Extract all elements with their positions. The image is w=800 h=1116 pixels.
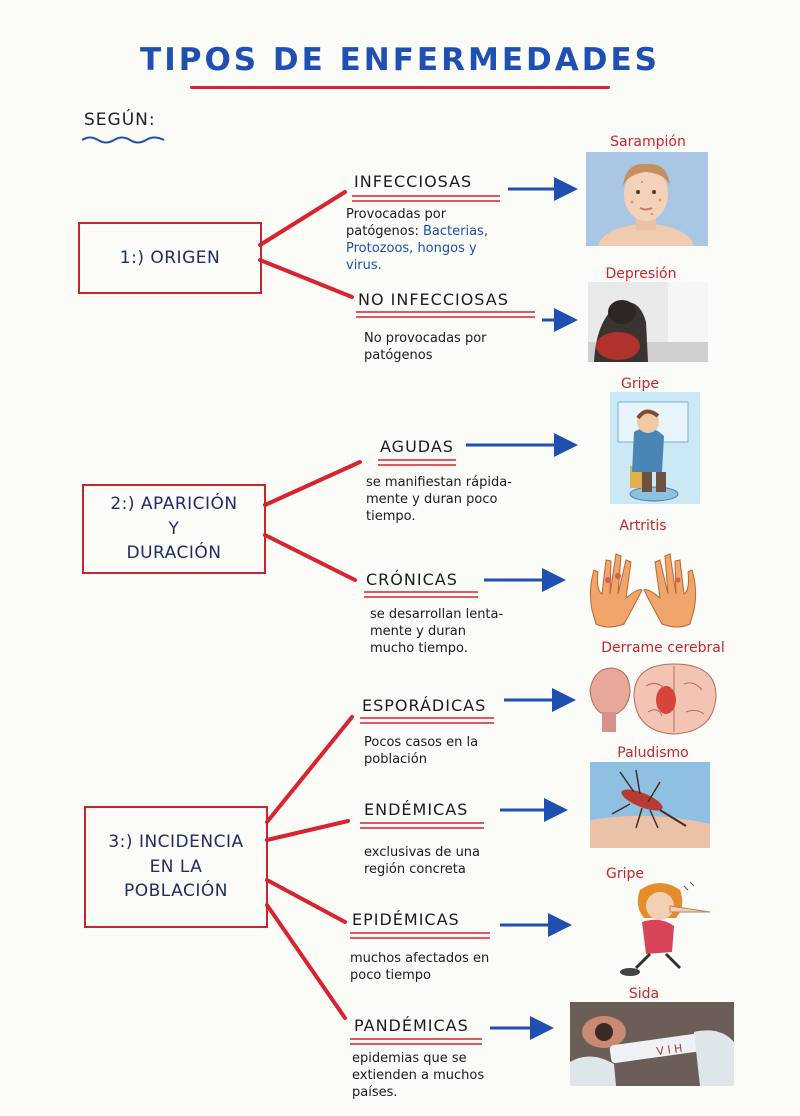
category-label: DURACIÓN <box>126 543 222 564</box>
type-term-no-infecciosas: NO INFECCIOSAS <box>358 290 509 309</box>
image-caption-sarampion: Sarampión <box>610 134 686 150</box>
segun-wave-underline <box>81 136 165 144</box>
brain-drawing <box>586 656 722 746</box>
arthritic-hands-drawing <box>578 540 708 634</box>
mosquito-photo <box>590 762 710 848</box>
type-desc-esporadicas: Pocos casos en la población <box>364 735 479 767</box>
type-desc-pandemicas: epidemias que se extienden a muchos país… <box>352 1051 485 1100</box>
category-box-origen: 1:) ORIGEN <box>78 222 262 294</box>
type-term-endemicas: ENDÉMICAS <box>364 800 469 819</box>
category-label: Y <box>168 518 180 539</box>
type-desc-agudas: se manifiestan rápida- mente y duran poc… <box>366 475 512 524</box>
page-title: TIPOS DE ENFERMEDADES <box>140 42 660 78</box>
sad-person-photo <box>588 282 708 362</box>
type-desc-cronicas: se desarrollan lenta- mente y duran much… <box>370 607 504 656</box>
category-label: 2:) APARICIÓN <box>110 494 238 515</box>
girl-photo <box>586 152 708 246</box>
type-term-cronicas: CRÓNICAS <box>366 570 458 589</box>
type-desc-epidemicas: muchos afectados en poco tiempo <box>350 951 490 983</box>
type-term-pandemicas: PANDÉMICAS <box>354 1016 469 1035</box>
type-term-agudas: AGUDAS <box>380 437 454 456</box>
hiv-test-photo: V I H <box>570 1002 734 1086</box>
svg-text:V I H: V I H <box>656 1042 684 1058</box>
category-label: 3:) INCIDENCIA <box>108 832 244 853</box>
category-label: 1:) ORIGEN <box>119 247 221 268</box>
sick-person-drawing <box>610 392 700 504</box>
sick-woman-cartoon <box>600 876 720 978</box>
desc-pathogens: Bacterias, Protozoos, hongos y virus. <box>346 224 488 273</box>
image-caption-paludismo: Paludismo <box>617 745 689 761</box>
segun-label: SEGÚN: <box>84 110 156 130</box>
type-term-epidemicas: EPIDÉMICAS <box>352 910 460 929</box>
category-box-aparicion: 2:) APARICIÓN Y DURACIÓN <box>82 484 266 574</box>
type-term-infecciosas: INFECCIOSAS <box>354 172 473 191</box>
category-label: EN LA <box>149 856 203 877</box>
image-caption-sida: Sida <box>628 986 660 1002</box>
image-caption-gripe-2: Gripe <box>606 866 644 882</box>
title-underline <box>190 86 610 89</box>
type-desc-endemicas: exclusivas de una región concreta <box>364 845 481 877</box>
category-box-incidencia: 3:) INCIDENCIA EN LA POBLACIÓN <box>84 806 268 928</box>
image-caption-depresion: Depresión <box>605 266 677 282</box>
category-label: POBLACIÓN <box>124 881 228 902</box>
type-desc-no-infecciosas: No provocadas por patógenos <box>364 331 487 363</box>
desc-text: Provocadas por patógenos: <box>346 207 447 239</box>
image-caption-gripe: Gripe <box>621 376 659 392</box>
image-caption-artritis: Artritis <box>619 518 667 534</box>
image-caption-derrame: Derrame cerebral <box>601 640 725 656</box>
type-desc-infecciosas: Provocadas por patógenos: Bacterias, Pro… <box>346 206 546 274</box>
type-term-esporadicas: ESPORÁDICAS <box>362 696 487 715</box>
